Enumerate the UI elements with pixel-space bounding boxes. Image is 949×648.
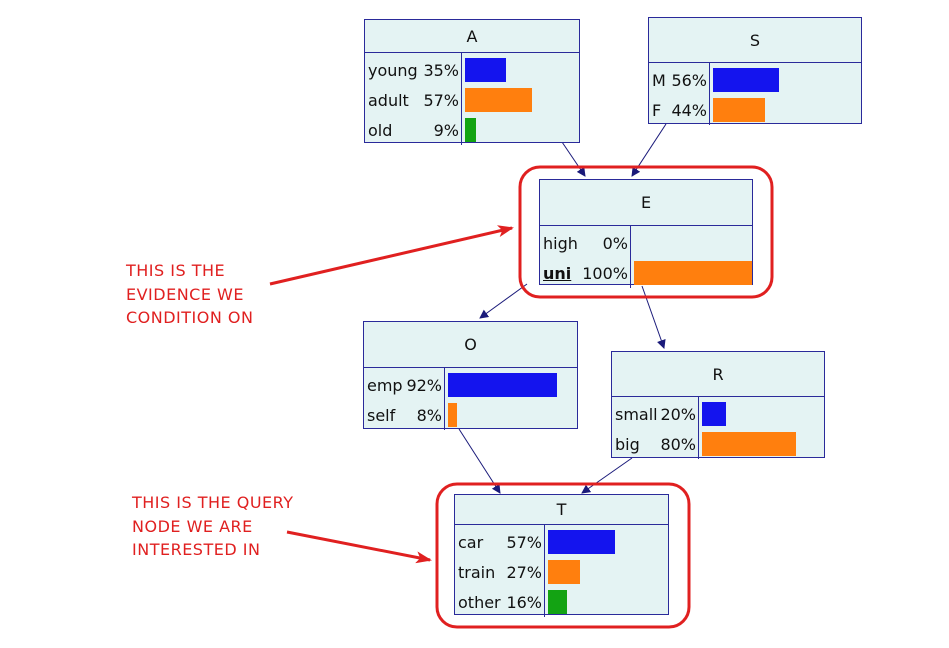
node-e[interactable]: E high 0% uni 100%	[539, 179, 753, 288]
state-percent: 44%	[671, 100, 707, 120]
probability-bar	[548, 530, 615, 554]
node-s-state-f[interactable]: F 44%	[649, 95, 709, 125]
probability-bar	[465, 58, 506, 82]
node-t-state-train[interactable]: train 27%	[455, 557, 544, 587]
evidence-annotation-line: EVIDENCE WE	[126, 284, 244, 304]
state-percent: 16%	[506, 592, 542, 612]
node-e-bars	[631, 226, 752, 288]
node-e-state-uni[interactable]: uni 100%	[540, 258, 630, 288]
node-s-bars	[710, 63, 861, 125]
node-o-title: O	[364, 322, 577, 368]
state-percent: 57%	[423, 90, 459, 110]
state-label: M	[652, 70, 666, 90]
state-label: emp	[367, 375, 403, 395]
state-label: train	[458, 562, 496, 582]
node-a-state-adult[interactable]: adult 57%	[365, 85, 461, 115]
node-o-state-self[interactable]: self 8%	[364, 400, 444, 430]
evidence-annotation-line: CONDITION ON	[126, 308, 254, 327]
probability-bar	[702, 432, 796, 456]
probability-bar	[713, 98, 765, 122]
state-label: F	[652, 100, 662, 120]
state-label: small	[615, 404, 658, 424]
evidence-annotation-line: THIS IS THE	[126, 261, 226, 280]
probability-bar	[548, 590, 567, 614]
edge-e-to-r	[641, 285, 666, 349]
state-label: old	[368, 120, 393, 140]
node-a-bars	[462, 53, 579, 145]
edge-e-to-o	[479, 283, 528, 319]
state-percent: 8%	[416, 405, 442, 425]
edge-s-to-e	[631, 123, 667, 177]
state-percent: 20%	[660, 404, 696, 424]
probability-bar	[465, 118, 476, 142]
query-annotation-line: NODE WE ARE	[132, 516, 253, 536]
edge-a-to-e	[561, 141, 586, 177]
state-label: self	[367, 405, 396, 425]
evidence-annotation: THIS IS THE EVIDENCE WE CONDITION ON	[126, 259, 253, 330]
node-t-state-car[interactable]: car 57%	[455, 527, 544, 557]
state-percent: 100%	[582, 263, 628, 283]
state-percent: 0%	[602, 233, 628, 253]
node-a-title: A	[365, 20, 579, 53]
probability-bar	[465, 88, 532, 112]
query-annotation: THIS IS THE QUERY NODE WE ARE INTERESTED…	[132, 491, 294, 562]
state-percent: 57%	[506, 532, 542, 552]
state-label: young	[368, 60, 418, 80]
state-percent: 92%	[406, 375, 442, 395]
edge-r-to-t	[581, 457, 633, 494]
state-label: other	[458, 592, 501, 612]
state-label: adult	[368, 90, 409, 110]
probability-bar	[448, 403, 457, 427]
state-label: high	[543, 233, 578, 253]
state-label: big	[615, 434, 640, 454]
query-annotation-line: INTERESTED IN	[132, 540, 261, 559]
node-t-bars	[545, 525, 668, 617]
node-e-title: E	[540, 180, 752, 226]
state-percent: 35%	[423, 60, 459, 80]
state-label: car	[458, 532, 484, 552]
query-annotation-line: THIS IS THE QUERY	[132, 493, 294, 512]
state-percent: 56%	[671, 70, 707, 90]
evidence-state-label: uni	[543, 263, 572, 283]
node-t-title: T	[455, 495, 668, 525]
node-o-bars	[445, 368, 577, 430]
probability-bar	[702, 402, 726, 426]
state-percent: 80%	[660, 434, 696, 454]
state-percent: 27%	[506, 562, 542, 582]
node-r-bars	[699, 397, 824, 459]
probability-bar	[448, 373, 557, 397]
probability-bar	[713, 68, 779, 92]
node-e-state-high[interactable]: high 0%	[540, 228, 630, 258]
node-s-title: S	[649, 18, 861, 63]
edge-o-to-t	[458, 428, 501, 494]
node-r-title: R	[612, 352, 824, 397]
state-percent: 9%	[433, 120, 459, 140]
node-r-state-big[interactable]: big 80%	[612, 429, 698, 459]
probability-bar	[634, 261, 752, 285]
probability-bar	[548, 560, 580, 584]
node-a-state-old[interactable]: old 9%	[365, 115, 461, 145]
